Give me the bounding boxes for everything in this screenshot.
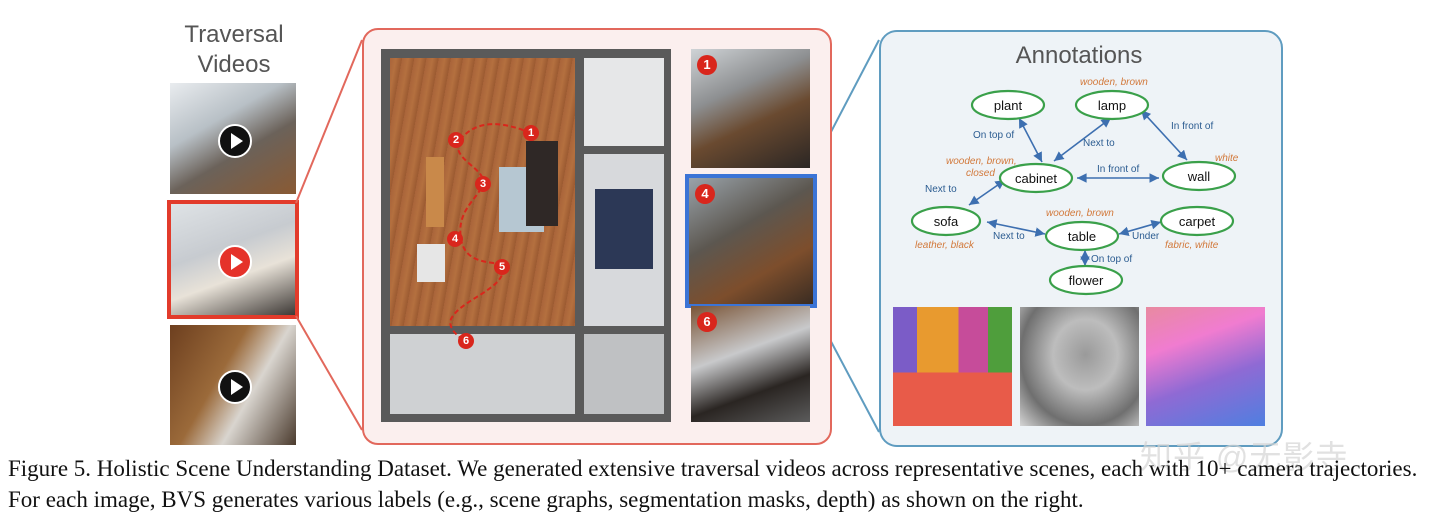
camera-view-6: 6 <box>691 306 810 422</box>
attr-sofa: leather, black <box>915 240 975 251</box>
edge-label-sofa-table: Next to <box>993 231 1025 242</box>
trajectory-path <box>449 123 532 342</box>
node-lamp <box>1074 89 1150 121</box>
edge-label-cabinet-wall: In front of <box>1097 164 1139 175</box>
view-number-badge: 1 <box>697 55 717 75</box>
node-cabinet <box>998 162 1074 194</box>
bathroom <box>584 58 664 146</box>
watermark: 知乎 @无影寺 <box>1140 439 1349 475</box>
play-icon[interactable] <box>218 123 252 158</box>
edge-sofa-cabinet <box>968 179 1006 206</box>
traversal-videos-title: Traversal Videos <box>170 20 298 80</box>
traversal-title-line2: Videos <box>197 51 271 78</box>
connector-bottom-left <box>295 315 363 431</box>
waypoint-3: 3 <box>475 176 491 192</box>
edge-lamp-cabinet <box>1053 117 1112 162</box>
video-thumb-3[interactable] <box>170 325 296 445</box>
dining-table <box>417 244 445 282</box>
node-label-lamp: lamp <box>1098 98 1126 113</box>
play-icon[interactable] <box>218 370 252 404</box>
sofa <box>526 141 558 226</box>
attr-lamp: wooden, brown <box>1080 77 1148 88</box>
attr-cabinet-line2: closed <box>966 168 995 179</box>
node-label-table: table <box>1068 229 1096 244</box>
video-thumb-2-selected[interactable] <box>167 200 299 319</box>
node-label-carpet: carpet <box>1179 214 1216 229</box>
edge-plant-cabinet <box>1018 117 1043 163</box>
edge-sofa-table <box>986 219 1046 237</box>
edge-label-lamp-wall: In front of <box>1171 121 1213 132</box>
node-wall <box>1161 160 1237 192</box>
annotations-title: Annotations <box>1015 42 1143 69</box>
node-label-flower: flower <box>1069 273 1104 288</box>
edge-label-flower-table: On top of <box>1091 254 1132 265</box>
edge-label-carpet-table: Under <box>1132 231 1160 242</box>
play-icon[interactable] <box>218 244 252 279</box>
waypoint-4: 4 <box>447 231 463 247</box>
segmentation-mask-image <box>893 307 1012 426</box>
camera-view-1: 1 <box>691 49 810 168</box>
camera-trajectory <box>449 123 532 342</box>
edge-label-plant-cabinet: On top of <box>973 130 1014 141</box>
camera-view-4-selected: 4 <box>685 174 817 308</box>
closet <box>584 334 664 414</box>
attr-wall: white <box>1215 153 1239 164</box>
attr-cabinet-line1: wooden, brown, <box>946 156 1017 167</box>
view-number-badge: 4 <box>695 184 715 204</box>
depth-map-image <box>1020 307 1139 426</box>
floorplan-image <box>381 49 671 422</box>
edge-lamp-wall <box>1140 109 1188 161</box>
waypoint-6: 6 <box>458 333 474 349</box>
video-thumb-1[interactable] <box>170 83 296 194</box>
connector-top-left <box>295 39 363 204</box>
figure-caption: Figure 5. Holistic Scene Understanding D… <box>8 456 1418 512</box>
view-number-badge: 6 <box>697 312 717 332</box>
node-label-cabinet: cabinet <box>1015 171 1057 186</box>
attr-table: wooden, brown <box>1046 208 1114 219</box>
waypoint-5: 5 <box>494 259 510 275</box>
node-label-wall: wall <box>1187 169 1211 184</box>
node-label-plant: plant <box>994 98 1023 113</box>
node-plant <box>970 89 1046 121</box>
scene-graph: plant lamp cabinet wall sofa table carpe… <box>910 77 1239 296</box>
cabinet <box>426 157 444 227</box>
waypoint-1: 1 <box>523 125 539 141</box>
kitchen <box>390 334 575 414</box>
surface-normal-image <box>1146 307 1265 426</box>
traversal-title-line1: Traversal <box>184 21 284 48</box>
edge-carpet-table <box>1118 220 1162 236</box>
node-table <box>1044 220 1120 252</box>
node-label-sofa: sofa <box>934 214 959 229</box>
node-flower <box>1048 264 1124 296</box>
edge-label-sofa-cabinet: Next to <box>925 184 957 195</box>
waypoint-2: 2 <box>448 132 464 148</box>
attr-carpet: fabric, white <box>1165 240 1219 251</box>
node-carpet <box>1159 205 1235 237</box>
edge-label-lamp-cabinet: Next to <box>1083 138 1115 149</box>
bed <box>595 189 653 269</box>
node-sofa <box>910 205 982 237</box>
